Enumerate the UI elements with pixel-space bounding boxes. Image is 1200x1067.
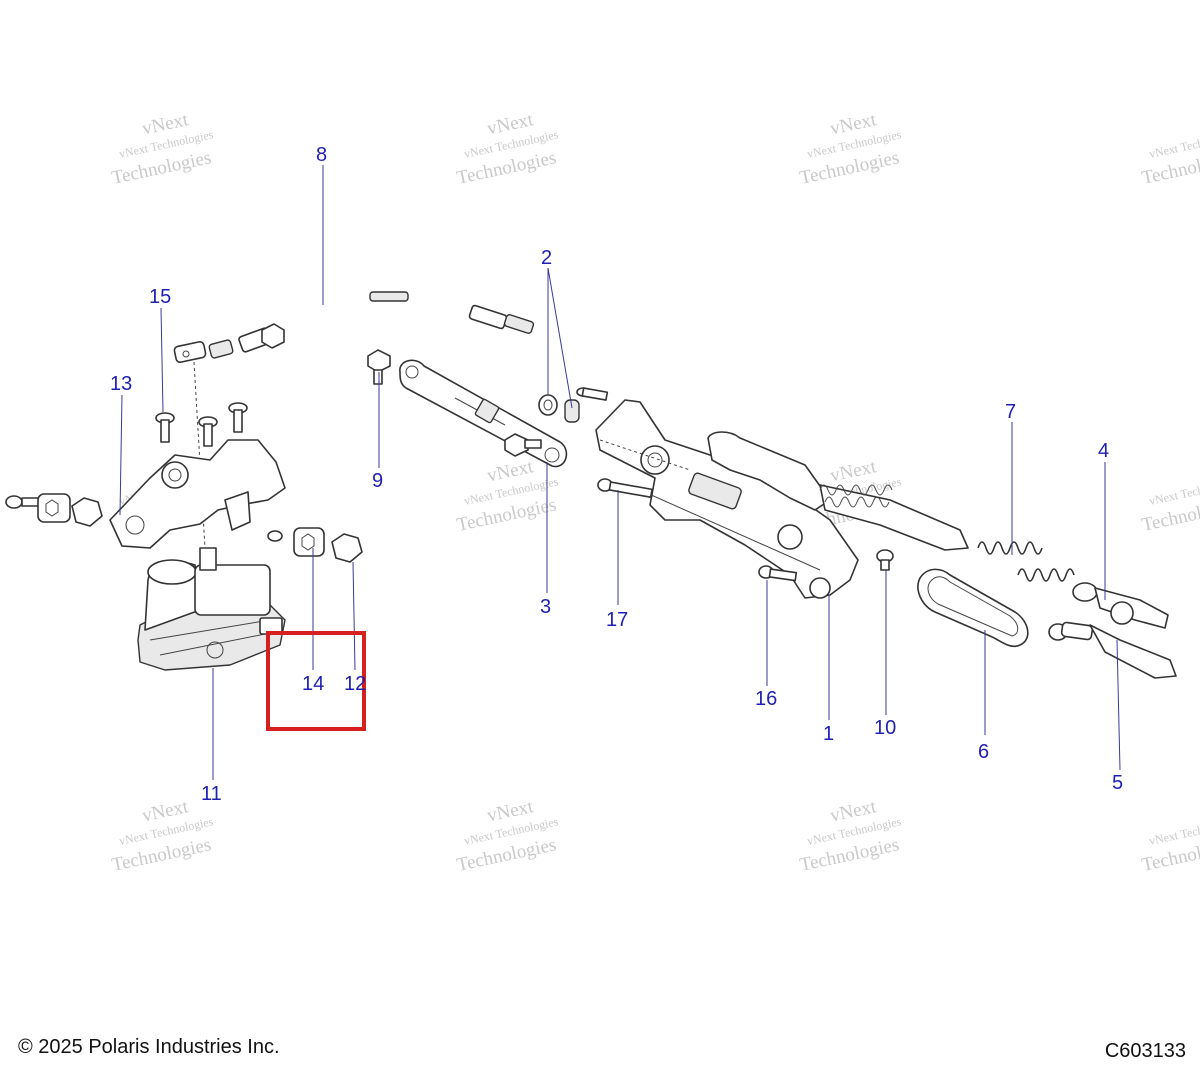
part-bolt-16: [758, 565, 798, 582]
callout-4[interactable]: 4: [1098, 440, 1109, 462]
watermark-text: vNext Technologies: [1148, 814, 1200, 848]
part-actuator: [137, 547, 286, 671]
callout-10[interactable]: 10: [874, 717, 896, 739]
callout-12[interactable]: 12: [344, 673, 366, 695]
parts: [5, 291, 1177, 679]
watermark: vNext Technologies Technologies vNext: [110, 109, 215, 189]
diagram-id: C603133: [1104, 1040, 1186, 1062]
watermark: vNext Technologies Technologies vNext: [455, 796, 560, 876]
watermark: vNext Technologies Technologies vNext: [798, 796, 903, 876]
part-gasket: [917, 568, 1029, 648]
part-bolts: [155, 402, 248, 447]
callouts: 1 2 3 4 5 6 7 8 9 10 11 12 13 14 15 16 1…: [110, 144, 1123, 805]
part-shift-housing: [595, 399, 859, 599]
part-bracket: [109, 439, 286, 549]
callout-6[interactable]: 6: [978, 741, 989, 763]
part-shift-forks: [707, 431, 969, 551]
callout-14[interactable]: 14: [302, 673, 324, 695]
part-bolt-9: [367, 349, 391, 385]
callout-9[interactable]: 9: [372, 470, 383, 492]
callout-11[interactable]: 11: [201, 783, 222, 805]
watermark: vNext Technologies Technologies: [1140, 814, 1200, 876]
part-link-arm: [399, 359, 568, 468]
callout-8[interactable]: 8: [316, 144, 327, 166]
part-fasteners-left: [5, 493, 103, 527]
watermark: vNext Technologies Technologies: [1140, 127, 1200, 189]
part-bolt-17: [597, 478, 653, 499]
part-bolt-10: [876, 549, 894, 571]
watermark: vNext Technologies Technologies vNext: [455, 109, 560, 189]
leader-lines: [119, 165, 1121, 780]
callout-7[interactable]: 7: [1005, 401, 1016, 423]
part-springs: [977, 541, 1075, 582]
callout-16[interactable]: 16: [755, 688, 777, 710]
watermark: vNext Technologies Technologies vNext: [798, 109, 903, 189]
callout-2[interactable]: 2: [541, 247, 552, 269]
copyright-text: © 2025 Polaris Industries Inc.: [18, 1036, 280, 1058]
callout-15[interactable]: 15: [149, 286, 171, 308]
callout-17[interactable]: 17: [606, 609, 628, 631]
watermark: vNext Technologies Technologies: [1140, 474, 1200, 536]
part-washer-sleeve: [538, 387, 609, 423]
watermark-text: vNext Technologies: [1148, 474, 1200, 508]
part-detent-4: [1072, 582, 1169, 629]
part-washer-nut: [267, 527, 363, 563]
callout-13[interactable]: 13: [110, 373, 132, 395]
highlight-box: [266, 631, 366, 731]
part-shift-cable: [173, 291, 535, 549]
watermark-text: vNext Technologies: [1148, 127, 1200, 161]
callout-3[interactable]: 3: [540, 596, 551, 618]
part-pin-5: [1048, 621, 1177, 679]
callout-1[interactable]: 1: [823, 723, 834, 745]
callout-5[interactable]: 5: [1112, 772, 1123, 794]
